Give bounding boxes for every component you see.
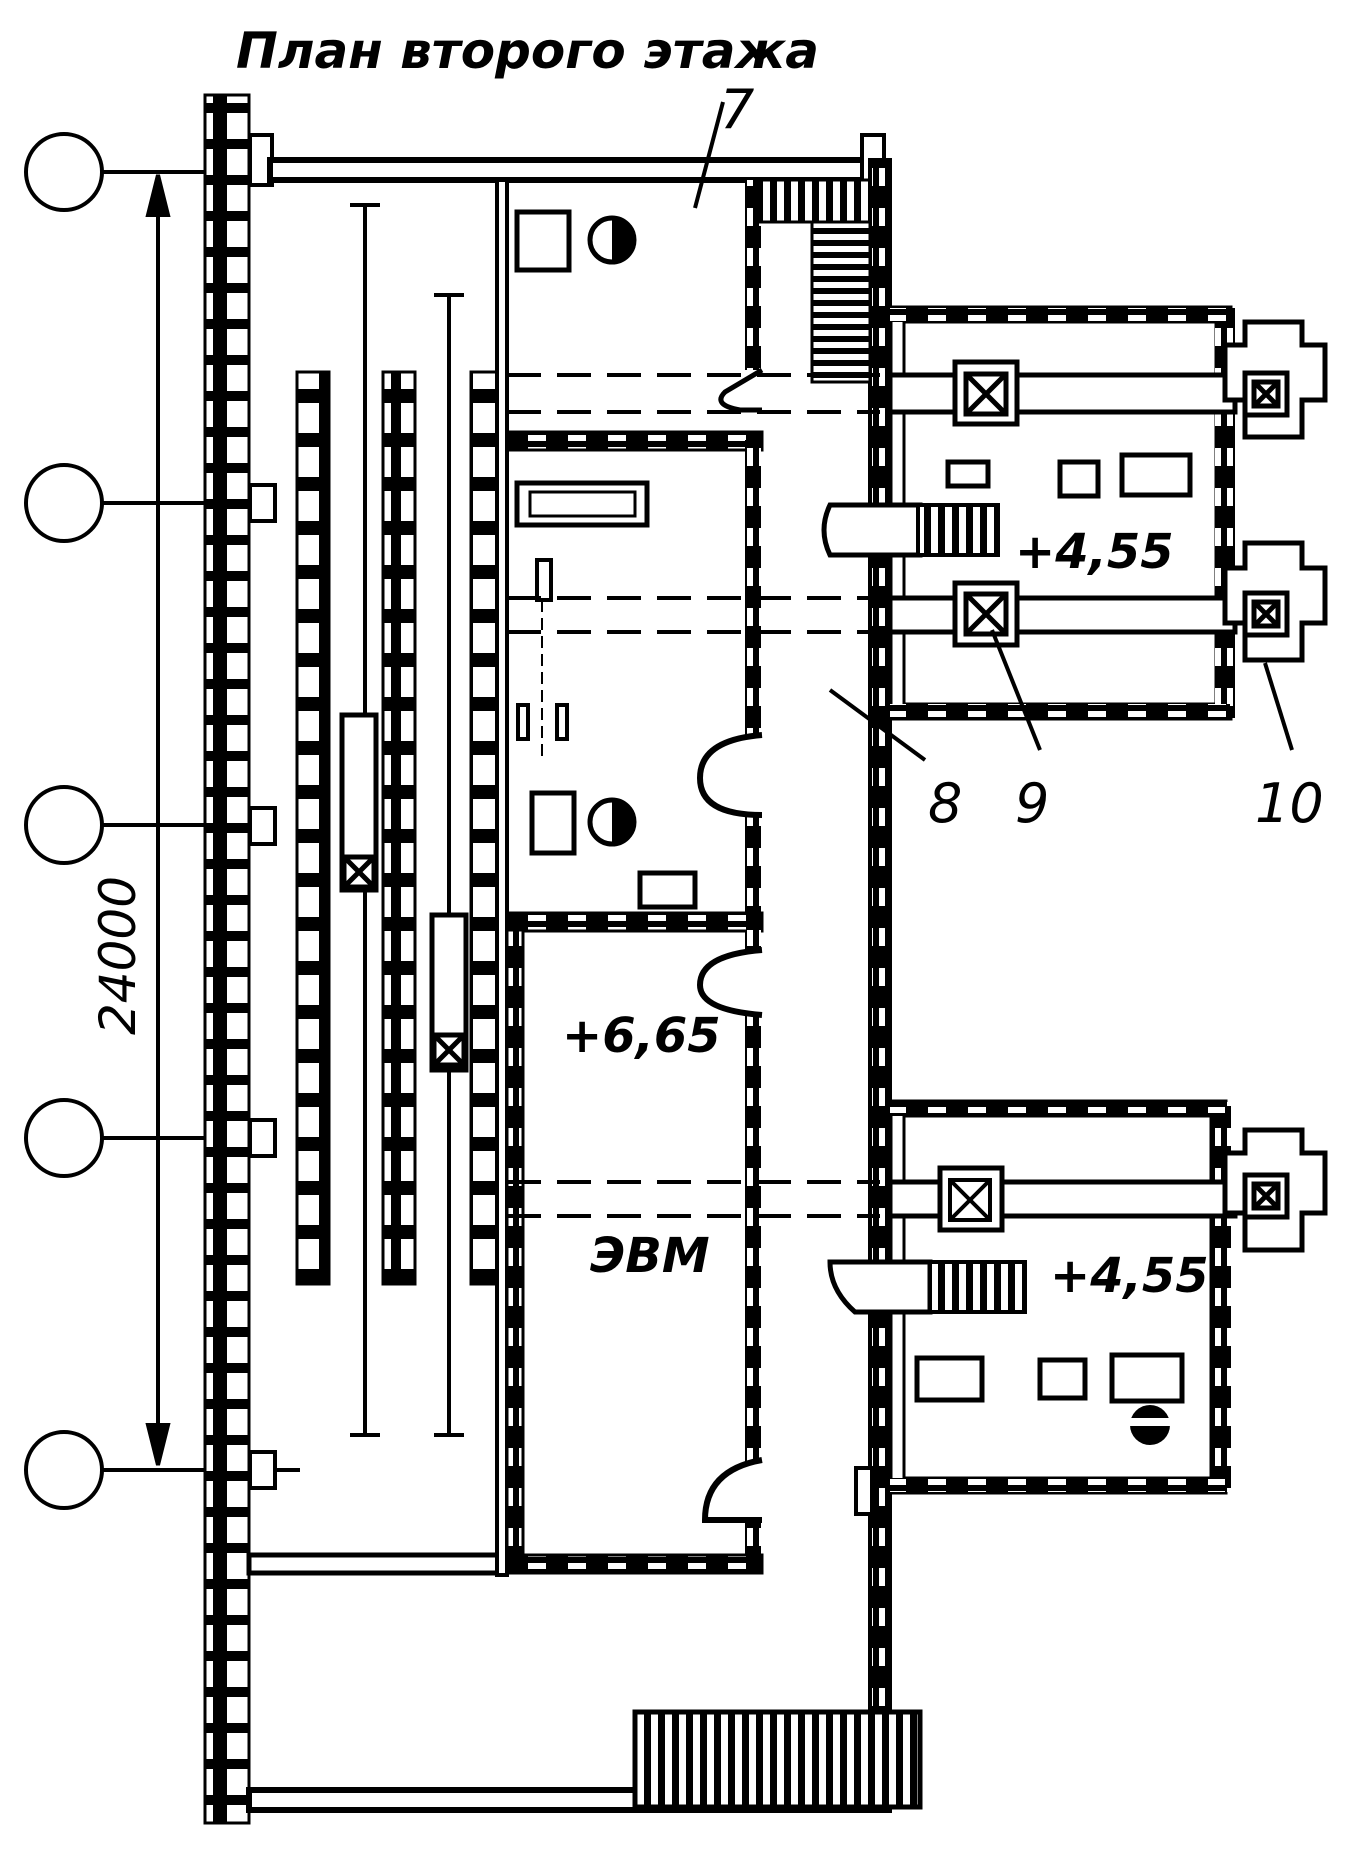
elevation-lower-annex: +4,55 bbox=[1050, 1248, 1209, 1304]
axis-bubble-5 bbox=[24, 1430, 104, 1510]
dimension-line bbox=[145, 174, 171, 1466]
small-device bbox=[535, 558, 553, 602]
stair-top bbox=[758, 178, 872, 224]
door-room7 bbox=[718, 367, 764, 413]
carriages bbox=[339, 712, 469, 1073]
equipment-middle bbox=[529, 790, 577, 856]
wall-east bbox=[868, 158, 892, 1812]
wall-west bbox=[203, 93, 251, 1825]
elevation-second-floor: +6,65 bbox=[562, 1008, 721, 1064]
plan-title: План второго этажа bbox=[236, 22, 819, 80]
callout-8: 8 bbox=[928, 772, 962, 835]
axis-bubble-2 bbox=[24, 463, 104, 543]
room-label-evm: ЭВМ bbox=[590, 1228, 710, 1284]
axis-bubble-3 bbox=[24, 785, 104, 865]
door-evm-top bbox=[696, 947, 763, 1018]
end-blocks bbox=[1222, 319, 1328, 1253]
axis-bubble-4 bbox=[24, 1098, 104, 1178]
callout-9: 9 bbox=[1015, 772, 1049, 835]
runway-dashes bbox=[507, 373, 880, 1218]
callout-7: 7 bbox=[720, 78, 754, 141]
door-evm-bottom bbox=[701, 1457, 763, 1523]
callout-10: 10 bbox=[1255, 772, 1324, 835]
dimension-label: 24000 bbox=[89, 876, 147, 1035]
stair-flight bbox=[810, 220, 872, 384]
axis-bubble-1 bbox=[24, 132, 104, 212]
leader-lines bbox=[693, 101, 1294, 762]
elevation-upper-annex: +4,55 bbox=[1015, 524, 1174, 580]
column-stubs bbox=[248, 133, 277, 1490]
grid-axes bbox=[24, 132, 300, 1510]
equipment-room7 bbox=[514, 209, 572, 273]
door-middle bbox=[696, 732, 763, 818]
stair-lower-annex bbox=[827, 1259, 933, 1315]
wall-north bbox=[267, 157, 873, 183]
crane-rail-1 bbox=[295, 370, 331, 1286]
crane-rail-2 bbox=[381, 370, 417, 1286]
stair-bottom bbox=[632, 1709, 923, 1810]
stair-upper-annex bbox=[821, 502, 923, 558]
